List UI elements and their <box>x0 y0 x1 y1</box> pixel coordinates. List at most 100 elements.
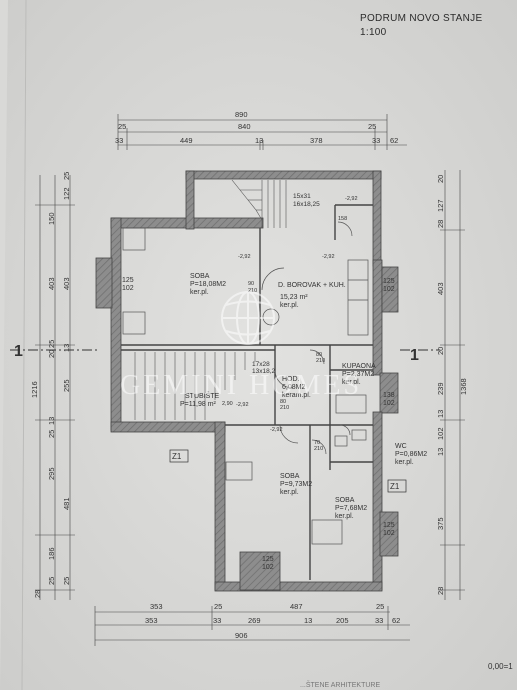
dim-top: 25 <box>118 122 126 131</box>
door-size: 210 <box>280 405 289 411</box>
window-tag: 125 <box>383 278 395 285</box>
dim-left: 295 <box>47 467 56 480</box>
dim-right: 13 <box>436 410 445 418</box>
room-area: 15,23 m² <box>280 294 308 301</box>
footer-partial: ...ŠTENE ARHITEKTURE <box>300 682 381 689</box>
dim-top: 33 <box>372 136 380 145</box>
door-size: 80 <box>316 352 322 358</box>
dim-left: 1216 <box>30 381 39 398</box>
dim-top: 33 <box>115 136 123 145</box>
level-mark: -2,92 <box>236 402 249 408</box>
dim-bottom-total: 906 <box>235 631 248 640</box>
room-floor: ker.pl. <box>190 289 209 296</box>
dim-left: 25 <box>47 430 56 438</box>
window-tag: 125 <box>122 277 134 284</box>
level-mark: -2,92 <box>345 196 358 202</box>
dim-bottom: 33 <box>213 616 221 625</box>
dim-bottom: 487 <box>290 602 303 611</box>
dim-right: 403 <box>436 282 445 295</box>
dim-bottom: 353 <box>150 602 163 611</box>
dim-left: 481 <box>62 497 71 510</box>
window-tag: 102 <box>262 564 274 571</box>
room-name: D. BOROVAK + KUH. <box>278 282 346 289</box>
dim-left: 255 <box>62 379 71 392</box>
room-name: SOBA <box>335 497 355 504</box>
room-area: P=0,86M2 <box>395 451 427 458</box>
dim-top: 13 <box>255 136 263 145</box>
dim-bottom: 269 <box>248 616 261 625</box>
room-floor: ker.pl. <box>395 459 414 466</box>
dim-top: 378 <box>310 136 323 145</box>
room-area: P=2,37M2 <box>342 371 374 378</box>
room-floor: keram.pl. <box>282 392 311 399</box>
dim-bottom: 205 <box>336 616 349 625</box>
door-size: 70 <box>314 440 320 446</box>
room-name: WC <box>395 443 407 450</box>
stair-label: 15x31 <box>293 193 311 200</box>
dim-left: 28 <box>33 590 42 598</box>
dim-right: 28 <box>436 220 445 228</box>
room-name: SOBA <box>280 473 300 480</box>
room-name: STUBIŠTE <box>185 391 220 400</box>
door-swings <box>261 221 353 455</box>
room-floor: ker.pl. <box>342 379 361 386</box>
dim-left: 20 <box>47 350 56 358</box>
dim-left: 403 <box>62 277 71 290</box>
zone-tag: Z1 <box>172 452 182 461</box>
stair-label: 16x18,25 <box>293 201 320 208</box>
dim-right: 1368 <box>459 378 468 395</box>
dim-top-total: 890 <box>235 110 248 119</box>
watermark-logo-icon <box>221 291 275 345</box>
door-size: 210 <box>248 288 257 294</box>
window-tag: 125 <box>383 522 395 529</box>
room-area: P=9,73M2 <box>280 481 312 488</box>
interior-walls <box>121 204 373 580</box>
dim-right: 13 <box>436 448 445 456</box>
outer-walls <box>95 170 399 592</box>
door-size: 210 <box>314 446 323 452</box>
room-area: P=7,68M2 <box>335 505 367 512</box>
stairs-lower <box>134 352 256 420</box>
room-name: SOBA <box>190 273 210 280</box>
dim-right: 28 <box>436 587 445 595</box>
dim-bottom: 25 <box>214 602 222 611</box>
dim-left: 25 <box>62 577 71 585</box>
dim-left: 122 <box>62 187 71 200</box>
dim-bottom: 13 <box>304 616 312 625</box>
section-marker-left: 1 <box>14 343 23 360</box>
dim-bottom: 33 <box>375 616 383 625</box>
dim-left: 25 <box>47 577 56 585</box>
reference-level: 0,00=1 <box>488 662 513 671</box>
dim-top: 449 <box>180 136 193 145</box>
door-size: 80 <box>280 399 286 405</box>
stair-height: 2,90 <box>222 401 233 407</box>
dim-left: 25 <box>47 340 56 348</box>
dim-bottom: 62 <box>392 616 400 625</box>
room-floor: ker.pl. <box>280 302 299 309</box>
dim-right: 127 <box>436 199 445 212</box>
stairs-upper <box>231 179 287 228</box>
room-name: HOD. <box>282 376 300 383</box>
door-size: 90 <box>248 281 254 287</box>
dim-left: 13 <box>62 344 71 352</box>
dim-left: 150 <box>47 212 56 225</box>
room-area: P=18,08M2 <box>190 281 226 288</box>
section-marker-right: 1 <box>410 347 419 364</box>
stair-label: 17x28 <box>252 361 270 368</box>
dim-bottom: 25 <box>376 602 384 611</box>
stair-label: 13x18,2 <box>252 368 276 375</box>
dim-bottom: 353 <box>145 616 158 625</box>
watermark-text: GEMINI HOMES <box>120 370 363 401</box>
window-tag: 125 <box>262 556 274 563</box>
dim-top: 840 <box>238 122 251 131</box>
sheet-scale: 1:100 <box>360 27 387 38</box>
room-name: KUPAONA <box>342 363 376 370</box>
furniture <box>122 227 369 545</box>
window-tag: 102 <box>383 530 395 537</box>
dim-right: 102 <box>436 427 445 440</box>
room-area: 6,08M2 <box>282 384 305 391</box>
dim-right: 375 <box>436 517 445 530</box>
dim-top: 62 <box>390 136 398 145</box>
